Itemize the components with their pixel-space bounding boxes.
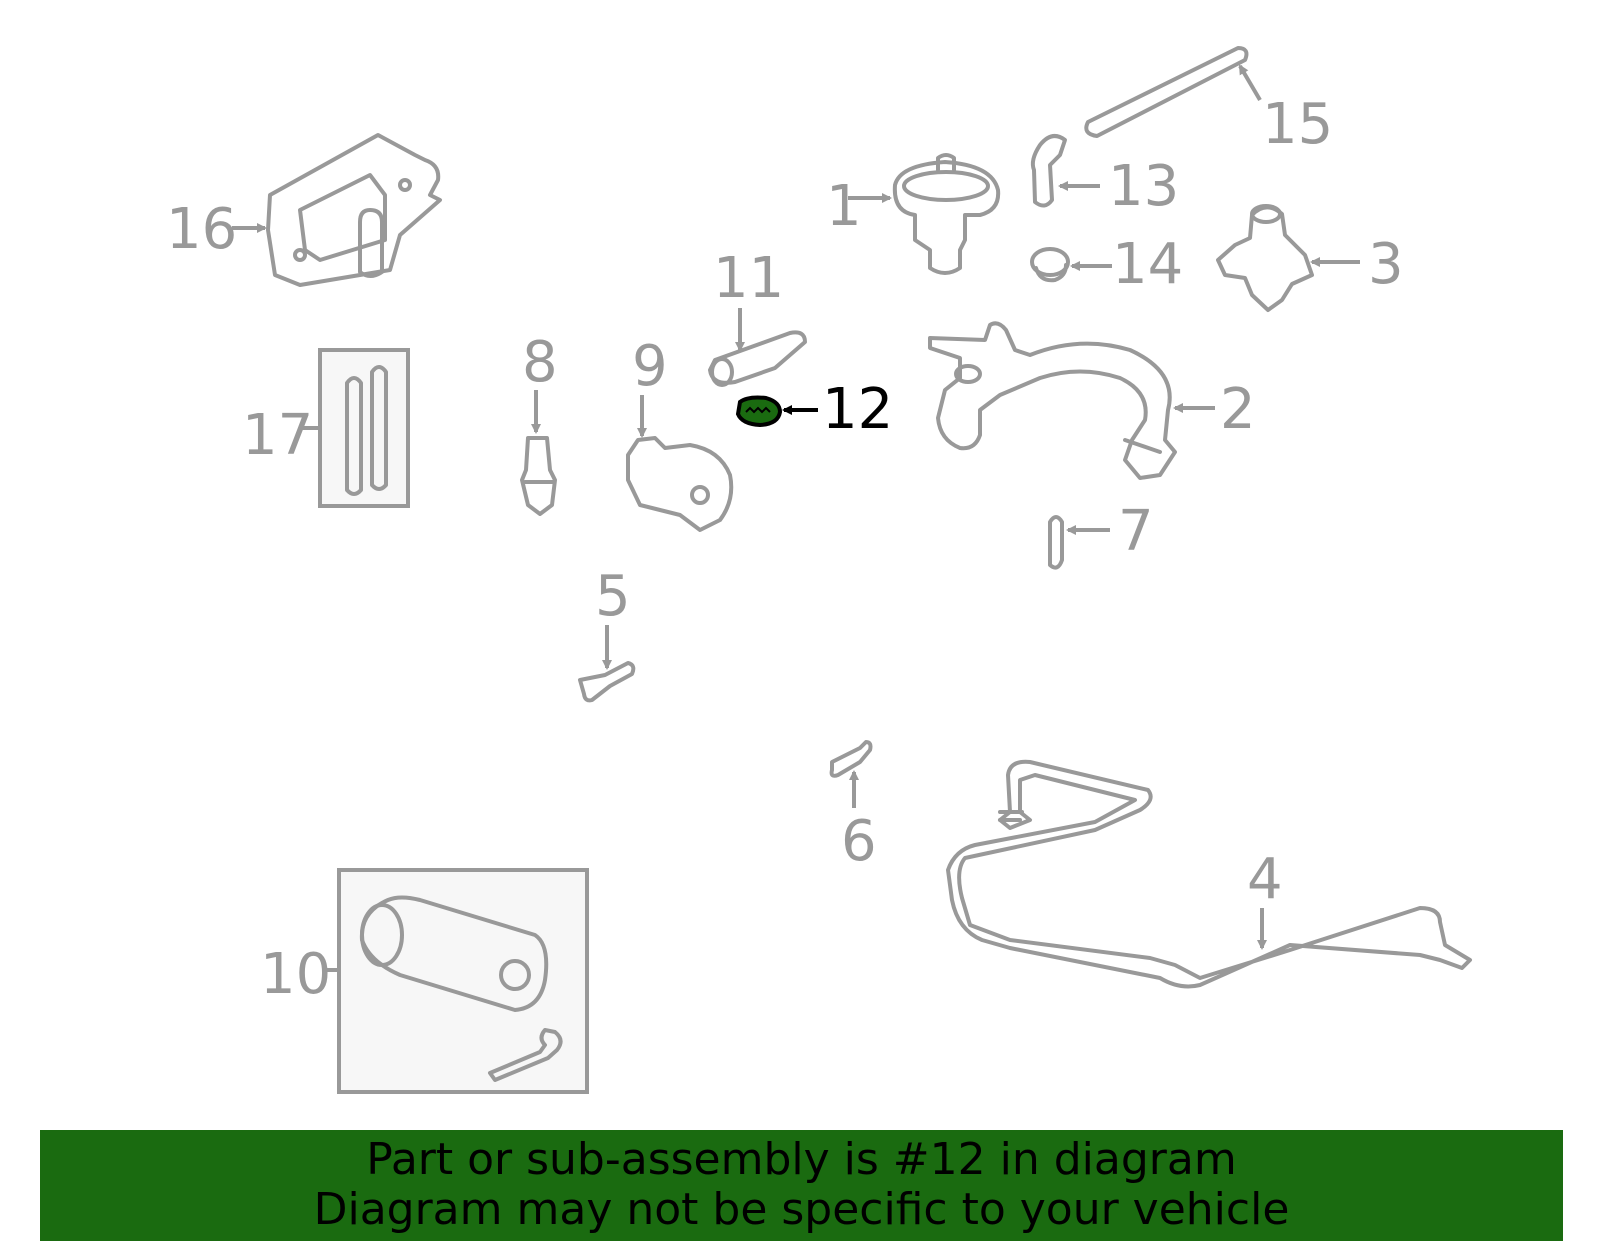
callout-6: 6: [841, 809, 877, 874]
part-12-gasket-highlighted: 12: [735, 377, 893, 442]
part-11-connector: 11: [708, 246, 807, 387]
callout-5: 5: [595, 564, 631, 629]
callout-7: 7: [1118, 499, 1154, 564]
callout-14: 14: [1112, 232, 1183, 297]
part-2-egr-tube: 2: [928, 321, 1256, 480]
part-1-egr-valve: 1: [826, 153, 1001, 275]
part-4-hose: 4: [946, 759, 1472, 989]
part-9-sensor: 9: [626, 334, 734, 532]
part-10-canister-kit: 10: [260, 868, 589, 1094]
part-16-sensor: 16: [166, 133, 442, 287]
part-7-pin: 7: [1048, 499, 1154, 570]
part-17-kit: 17: [242, 348, 410, 508]
callout-10: 10: [260, 942, 331, 1007]
part-8-sensor: 8: [520, 330, 558, 516]
callout-15: 15: [1262, 92, 1333, 157]
banner-line-1: Part or sub-assembly is #12 in diagram: [366, 1134, 1237, 1185]
callout-3: 3: [1368, 232, 1404, 297]
callout-8: 8: [522, 330, 558, 395]
part-14-grommet: 14: [1030, 232, 1183, 297]
callout-12: 12: [822, 377, 893, 442]
callout-16: 16: [166, 197, 237, 262]
part-15-rod: 15: [1084, 46, 1333, 157]
callout-1: 1: [826, 174, 862, 239]
part-3-solenoid: 3: [1216, 204, 1404, 312]
callout-17: 17: [242, 403, 313, 468]
part-5-connector: 5: [578, 564, 636, 703]
banner-line-2: Diagram may not be specific to your vehi…: [313, 1184, 1290, 1235]
callout-13: 13: [1108, 154, 1179, 219]
callout-9: 9: [632, 334, 668, 399]
part-13-clip: 13: [1030, 134, 1179, 219]
callout-2: 2: [1220, 377, 1256, 442]
callout-4: 4: [1247, 847, 1283, 912]
callout-11: 11: [713, 246, 784, 311]
part-6-connector: 6: [829, 740, 877, 874]
info-banner: Part or sub-assembly is #12 in diagram D…: [40, 1130, 1563, 1241]
